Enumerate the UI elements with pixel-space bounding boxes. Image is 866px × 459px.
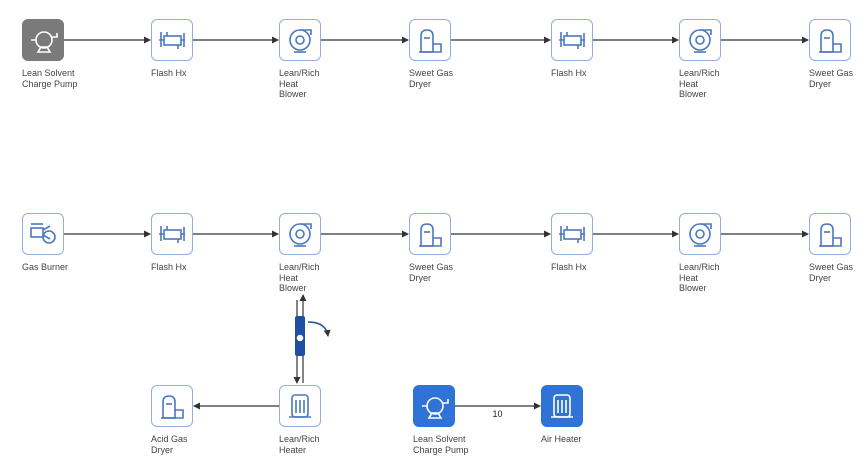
node-label: Lean/Rich Heater: [279, 434, 320, 455]
node-n11[interactable]: Sweet Gas Dryer: [409, 213, 453, 283]
dryer-icon: [409, 19, 451, 61]
node-label: Sweet Gas Dryer: [409, 262, 454, 283]
node-label: Acid Gas Dryer: [151, 434, 188, 455]
node-label: Lean/Rich Heat Blower: [679, 68, 720, 99]
pump-icon: [413, 385, 455, 427]
node-label: Lean/Rich Heat Blower: [679, 262, 720, 293]
node-label: Flash Hx: [551, 262, 587, 272]
node-n16[interactable]: Lean/Rich Heater: [279, 385, 321, 455]
heater-icon: [279, 385, 321, 427]
dryer-icon: [809, 19, 851, 61]
dryer-icon: [151, 385, 193, 427]
node-n3[interactable]: Lean/Rich Heat Blower: [279, 19, 321, 99]
node-n13[interactable]: Lean/Rich Heat Blower: [679, 213, 721, 293]
hx-icon: [551, 19, 593, 61]
node-label: Flash Hx: [151, 262, 187, 272]
node-label: Gas Burner: [22, 262, 69, 272]
heater-icon: [541, 385, 583, 427]
node-n15[interactable]: Acid Gas Dryer: [151, 385, 193, 455]
hx-icon: [151, 19, 193, 61]
node-label: Sweet Gas Dryer: [809, 68, 854, 89]
dryer-icon: [409, 213, 451, 255]
node-label: Flash Hx: [551, 68, 587, 78]
node-n12[interactable]: Flash Hx: [551, 213, 593, 272]
node-label: Lean/Rich Heat Blower: [279, 68, 320, 99]
node-n7[interactable]: Sweet Gas Dryer: [809, 19, 853, 89]
edge-label: 10: [492, 409, 503, 419]
node-n14[interactable]: Sweet Gas Dryer: [809, 213, 853, 283]
valve-edge[interactable]: [293, 294, 331, 384]
node-n4[interactable]: Sweet Gas Dryer: [409, 19, 453, 89]
node-n17[interactable]: Lean Solvent Charge Pump: [413, 385, 469, 455]
burner-icon: [22, 213, 64, 255]
blower-icon: [279, 19, 321, 61]
node-n5[interactable]: Flash Hx: [551, 19, 593, 78]
node-n1[interactable]: Lean Solvent Charge Pump: [22, 19, 78, 89]
blower-icon: [679, 213, 721, 255]
node-n18[interactable]: Air Heater: [541, 385, 583, 444]
node-n9[interactable]: Flash Hx: [151, 213, 193, 272]
node-n6[interactable]: Lean/Rich Heat Blower: [679, 19, 721, 99]
hx-icon: [151, 213, 193, 255]
node-label: Sweet Gas Dryer: [409, 68, 454, 89]
dryer-icon: [809, 213, 851, 255]
node-n10[interactable]: Lean/Rich Heat Blower: [279, 213, 321, 293]
node-label: Lean/Rich Heat Blower: [279, 262, 320, 293]
node-label: Lean Solvent Charge Pump: [413, 434, 469, 455]
blower-icon: [679, 19, 721, 61]
node-n8[interactable]: Gas Burner: [22, 213, 68, 272]
node-n2[interactable]: Flash Hx: [151, 19, 193, 78]
blower-icon: [279, 213, 321, 255]
pump-icon: [22, 19, 64, 61]
hx-icon: [551, 213, 593, 255]
node-label: Lean Solvent Charge Pump: [22, 68, 78, 89]
node-label: Air Heater: [541, 434, 582, 444]
node-label: Flash Hx: [151, 68, 187, 78]
node-label: Sweet Gas Dryer: [809, 262, 854, 283]
